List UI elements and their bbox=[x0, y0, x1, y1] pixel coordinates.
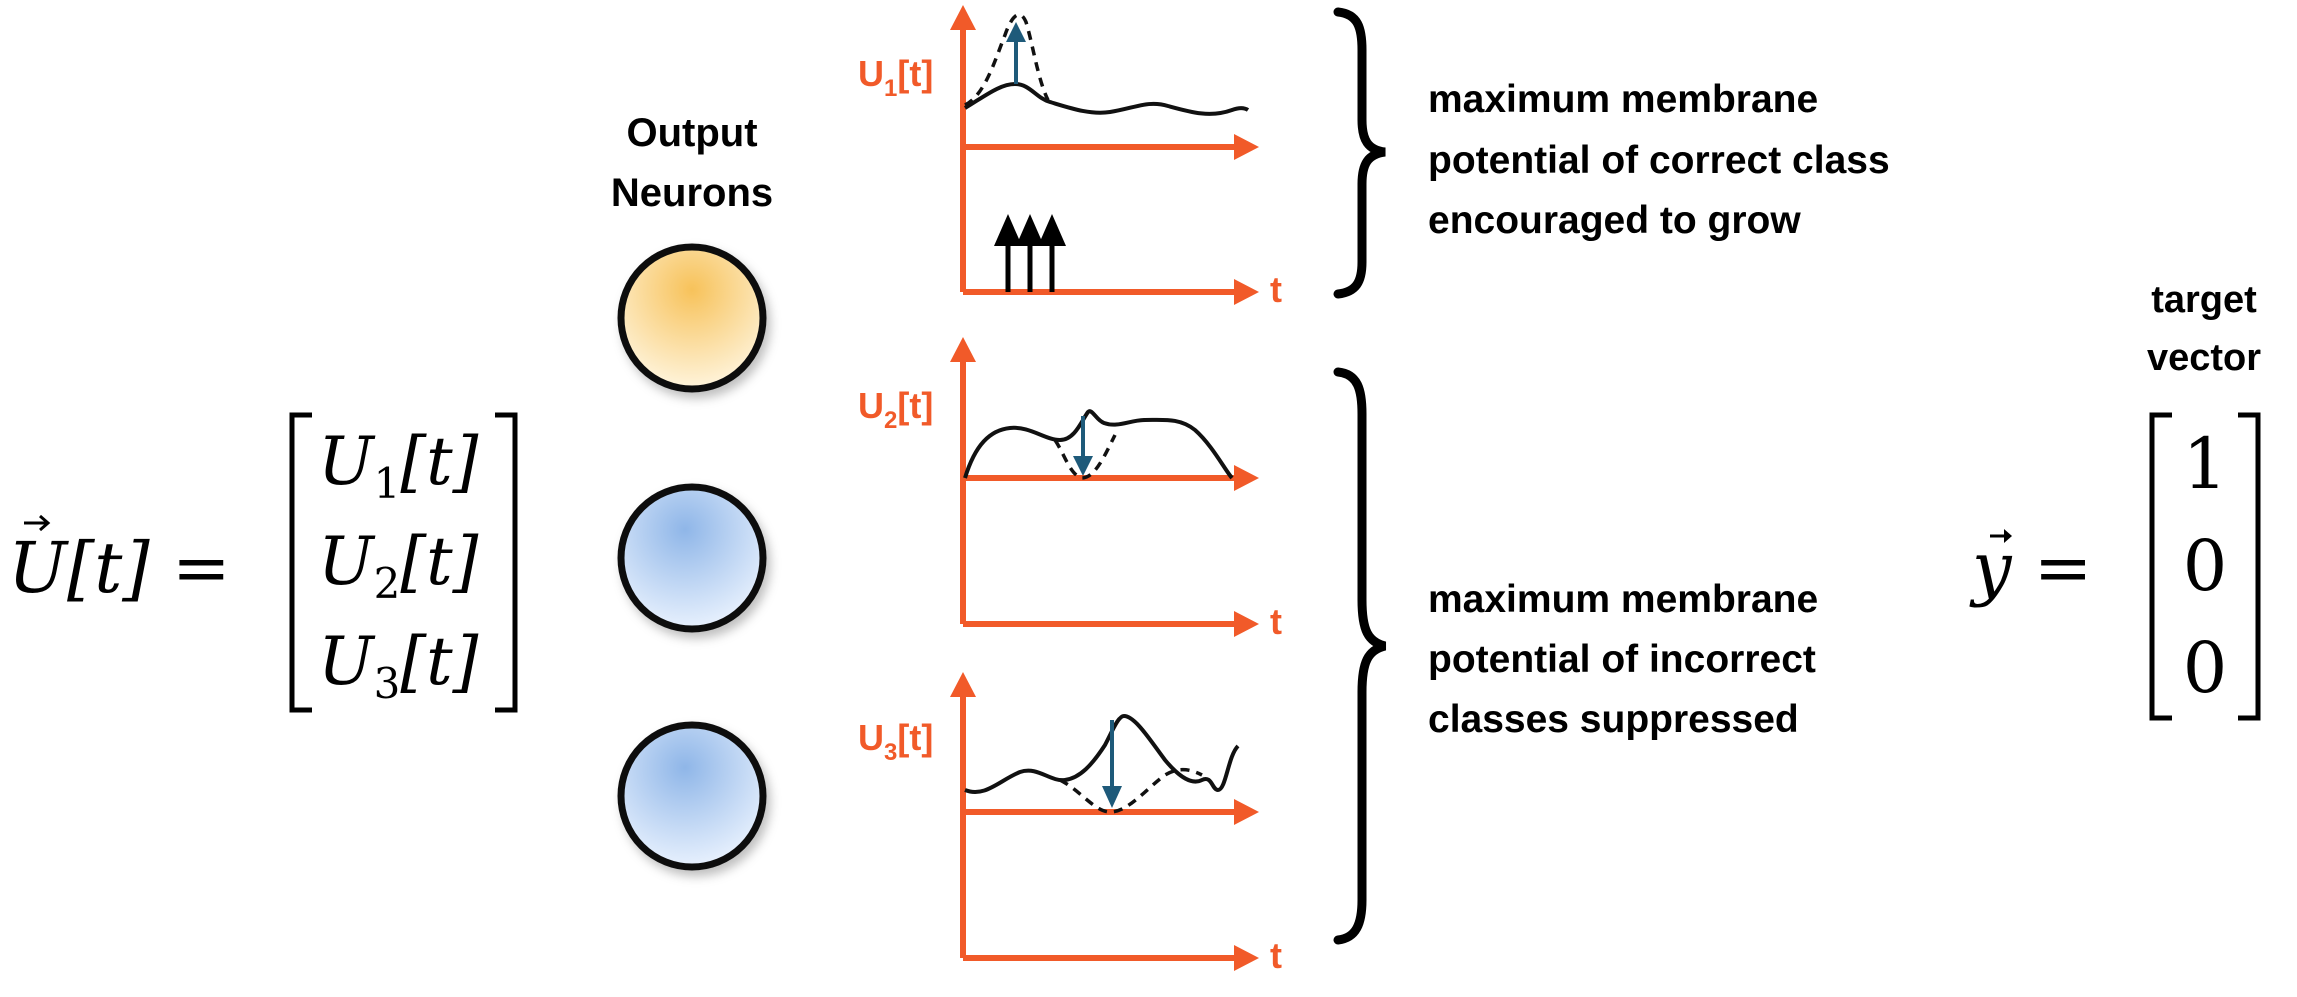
plot-u2-axes bbox=[950, 337, 1259, 637]
u-vector-entry-1: U1[t] bbox=[318, 423, 479, 508]
plot-u3-dashed-target bbox=[1059, 767, 1203, 814]
plot-u1-ylabel: U1[t] bbox=[858, 53, 933, 102]
target-left-bracket bbox=[2149, 412, 2172, 721]
neuron-3 bbox=[617, 721, 767, 871]
plot-u3-tlabel: t bbox=[1270, 935, 1282, 976]
vector-arrow-icon bbox=[1990, 529, 2012, 543]
target-value-1: 1 bbox=[2183, 423, 2228, 505]
output-neurons: Output Neurons bbox=[611, 111, 773, 871]
target-value-3: 0 bbox=[2183, 627, 2228, 709]
annotation-correct-line1: maximum membrane bbox=[1428, 78, 1818, 121]
plot-u3-suppress-arrow bbox=[1102, 720, 1122, 808]
plot-u3: U3[t] t bbox=[858, 672, 1282, 976]
brace-incorrect bbox=[1333, 367, 1387, 945]
plot-u2-dashed-target bbox=[1053, 434, 1117, 480]
u-vector-lhs: U[t] = bbox=[8, 527, 231, 609]
u-vector-equation: U[t] = U1[t] U2[t] U3[t] bbox=[8, 412, 518, 713]
annotation-incorrect-line3: classes suppressed bbox=[1428, 698, 1799, 741]
annotation-incorrect-line2: potential of incorrect bbox=[1428, 638, 1816, 681]
plot-u1-dashed-target bbox=[964, 12, 1050, 107]
u-vector-entry-2: U2[t] bbox=[318, 523, 479, 608]
neuron-2 bbox=[617, 483, 767, 633]
spike-arrow-icon bbox=[1016, 214, 1044, 246]
plot-u1: U1[t] t bbox=[858, 5, 1282, 310]
plot-u3-curve bbox=[964, 713, 1240, 794]
plot-u3-axes bbox=[950, 672, 1259, 971]
target-title-line1: target bbox=[2151, 279, 2257, 321]
plot-u3-ylabel: U3[t] bbox=[858, 717, 933, 766]
annotation-correct-line2: potential of correct class bbox=[1428, 139, 1890, 182]
u-vector-lhs-text: U[t] = bbox=[8, 527, 231, 609]
annotation-correct: maximum membrane potential of correct cl… bbox=[1428, 78, 1890, 242]
plot-u1-tlabel: t bbox=[1270, 269, 1282, 310]
brace-correct bbox=[1333, 7, 1386, 299]
plot-u2-curve bbox=[963, 409, 1234, 480]
plot-u2: U2[t] t bbox=[858, 337, 1282, 642]
u-vector-entry-3: U3[t] bbox=[318, 623, 479, 708]
target-title-line2: vector bbox=[2147, 337, 2261, 379]
plot-u2-tlabel: t bbox=[1270, 601, 1282, 642]
neurons-label-line1: Output bbox=[626, 111, 757, 155]
target-right-bracket bbox=[2238, 412, 2261, 721]
plot-u1-axes bbox=[950, 5, 1259, 305]
neuron-1 bbox=[617, 243, 767, 393]
target-lhs: y = bbox=[1969, 527, 2092, 609]
target-value-2: 0 bbox=[2183, 525, 2228, 607]
annotation-incorrect: maximum membrane potential of incorrect … bbox=[1428, 578, 1818, 741]
u-vector-right-bracket bbox=[495, 412, 518, 713]
neurons-label-line2: Neurons bbox=[611, 171, 773, 215]
spike-arrow-icon bbox=[1038, 214, 1066, 246]
plot-u1-grow-arrow bbox=[1006, 22, 1026, 84]
plot-u2-ylabel: U2[t] bbox=[858, 385, 933, 434]
u-vector-left-bracket bbox=[289, 412, 312, 713]
annotation-incorrect-line1: maximum membrane bbox=[1428, 578, 1818, 621]
spike-arrow-icon bbox=[994, 214, 1022, 246]
plot-u2-suppress-arrow bbox=[1073, 416, 1093, 476]
plot-u1-curve bbox=[963, 81, 1250, 116]
plot-u1-spikes bbox=[994, 214, 1066, 292]
vector-arrow-icon bbox=[24, 514, 51, 532]
annotation-correct-line3: encouraged to grow bbox=[1428, 199, 1801, 242]
target-vector: target vector y = 1 0 0 bbox=[1969, 279, 2261, 721]
